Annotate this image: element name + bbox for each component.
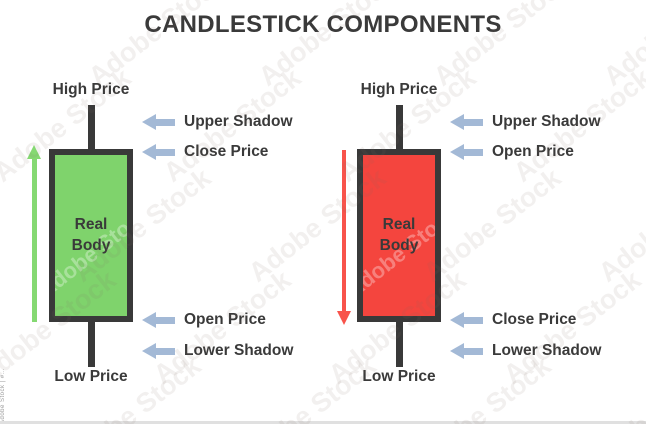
stock-credit-vertical-text: Adobe Stock | #…	[0, 367, 6, 424]
left-arrow-icon	[142, 343, 175, 359]
page-title: CANDLESTICK COMPONENTS	[144, 11, 502, 38]
annotation-open-price: Open Price	[142, 311, 266, 329]
low-price-label: Low Price	[362, 368, 436, 385]
annotation-lower-shadow: Lower Shadow	[450, 342, 601, 360]
arrow-head	[27, 145, 41, 159]
lower-shadow-wick	[88, 321, 95, 367]
bullish-candlestick-diagram: High Price Adobe Stock Real Body Low Pri…	[27, 81, 293, 385]
upper-shadow-wick	[396, 105, 403, 150]
high-price-label: High Price	[360, 81, 438, 98]
annotation-label: Close Price	[184, 143, 269, 160]
up-trend-arrow-icon	[27, 145, 41, 322]
high-price-label: High Price	[52, 81, 130, 98]
left-arrow-icon	[450, 114, 483, 130]
left-arrow-icon	[450, 312, 483, 328]
annotation-label: Open Price	[492, 143, 574, 160]
annotation-label: Upper Shadow	[492, 113, 601, 130]
arrow-shaft	[342, 150, 346, 311]
annotation-label: Lower Shadow	[184, 342, 294, 359]
annotation-close-price: Close Price	[142, 143, 268, 161]
upper-shadow-wick	[88, 105, 95, 150]
bearish-candlestick-diagram: High Price Adobe Stock Real Body Low Pri…	[308, 0, 646, 424]
left-arrow-icon	[142, 144, 175, 160]
annotation-label: Upper Shadow	[184, 113, 293, 130]
annotation-open-price: Open Price	[450, 143, 574, 161]
annotation-close-price: Close Price	[450, 311, 576, 329]
annotation-label: Close Price	[492, 311, 577, 328]
annotation-lower-shadow: Lower Shadow	[142, 342, 293, 360]
left-arrow-icon	[450, 144, 483, 160]
arrow-head	[337, 311, 351, 325]
bottom-edge-bar	[0, 421, 646, 424]
left-arrow-icon	[142, 114, 175, 130]
annotation-upper-shadow: Upper Shadow	[450, 113, 601, 131]
bearish-real-body: Adobe Stock Real Body	[357, 149, 441, 322]
annotation-upper-shadow: Upper Shadow	[142, 113, 293, 131]
annotation-label: Lower Shadow	[492, 342, 602, 359]
real-body-label: Real Body	[379, 215, 419, 254]
annotation-label: Open Price	[184, 311, 266, 328]
lower-shadow-wick	[396, 321, 403, 367]
real-body-label: Real Body	[71, 215, 111, 254]
low-price-label: Low Price	[54, 368, 128, 385]
left-arrow-icon	[450, 343, 483, 359]
arrow-shaft	[31, 159, 37, 322]
bullish-real-body: Adobe Stock Real Body	[49, 149, 133, 322]
left-arrow-icon	[142, 312, 175, 328]
down-trend-arrow-icon	[337, 150, 351, 325]
